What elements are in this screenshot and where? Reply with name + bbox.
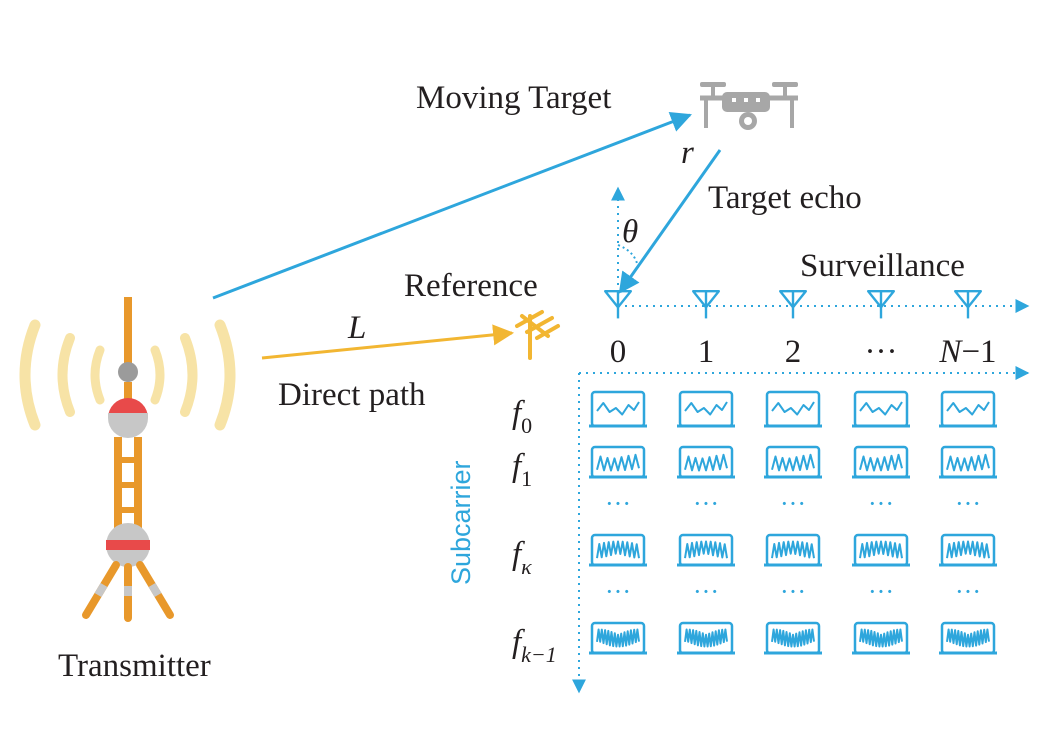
antenna-index-labels: 0 1 2 ··· N−1: [610, 334, 997, 370]
subcarrier-signal-icon: [764, 445, 822, 479]
ellipsis-dots: ···: [955, 489, 981, 518]
direct-path-label: Direct path: [278, 377, 426, 413]
subcarrier-signal-icon: [852, 445, 910, 479]
subcarrier-row-label: f1: [512, 448, 532, 491]
subcarrier-signal-icon: [589, 533, 647, 567]
subcarrier-row-labels: f0 f1 fκ fk−1: [512, 395, 557, 667]
subcarrier-signal-icon: [852, 621, 910, 655]
subcarrier-signal-icon: [589, 445, 647, 479]
range-r-label: r: [681, 135, 694, 171]
theta-label: θ: [622, 214, 638, 250]
subcarrier-signal-icon: [852, 533, 910, 567]
ellipsis-dots: ···: [868, 489, 894, 518]
theta-arc: [617, 244, 639, 269]
direct-path-line: [261, 324, 515, 360]
subcarrier-signal-icon: [677, 533, 735, 567]
subcarrier-signal-icon: [589, 390, 647, 428]
subcarrier-signal-icon: [939, 533, 997, 567]
signal-grid: ··· ··· ··· ··· ··· ··· ··· ··· ··· ···: [589, 390, 997, 655]
surveillance-antenna-icon: [953, 289, 983, 320]
surveillance-antenna-icon: [778, 289, 808, 320]
subcarrier-row-label: fκ: [512, 536, 532, 579]
antenna-index-label: N−1: [938, 334, 996, 370]
surveillance-antenna-icon: [691, 289, 721, 320]
subcarrier-signal-icon: [852, 390, 910, 428]
antenna-index-label: 1: [698, 334, 715, 370]
antenna-index-label: 0: [610, 334, 627, 370]
ellipsis-dots: ···: [693, 489, 719, 518]
ellipsis-dots: ···: [780, 489, 806, 518]
subcarrier-signal-icon: [589, 621, 647, 655]
transmitter-label: Transmitter: [58, 648, 211, 684]
target-echo-path: [618, 149, 722, 294]
subcarrier-row-label: f0: [512, 395, 532, 438]
subcarrier-signal-icon: [764, 621, 822, 655]
ellipsis-dots: ···: [955, 577, 981, 606]
subcarrier-signal-icon: [764, 390, 822, 428]
surveillance-antenna-icon: [603, 289, 633, 320]
subcarrier-signal-icon: [677, 445, 735, 479]
reference-label: Reference: [404, 268, 538, 304]
moving-target-label: Moving Target: [416, 80, 611, 116]
antenna-index-label: 2: [785, 334, 802, 370]
ellipsis-dots: ···: [605, 489, 631, 518]
surveillance-label: Surveillance: [800, 248, 965, 284]
subcarrier-signal-icon: [764, 533, 822, 567]
ellipsis-dots: ···: [693, 577, 719, 606]
subcarrier-signal-icon: [677, 390, 735, 428]
antenna-index-label: ···: [865, 334, 898, 370]
ellipsis-dots: ···: [868, 577, 894, 606]
subcarrier-signal-icon: [677, 621, 735, 655]
tx-to-target-path: [212, 111, 692, 300]
subcarrier-axis-label: Subcarrier: [446, 460, 476, 585]
surveillance-array: [603, 289, 983, 320]
drone-icon: [700, 82, 798, 130]
reference-antenna-icon: [515, 310, 560, 360]
target-echo-label: Target echo: [708, 180, 862, 216]
subcarrier-signal-icon: [939, 445, 997, 479]
subcarrier-signal-icon: [939, 390, 997, 428]
subcarrier-row-label: fk−1: [512, 624, 557, 667]
ellipsis-dots: ···: [605, 577, 631, 606]
distance-L-label: L: [347, 310, 366, 346]
ellipsis-dots: ···: [780, 577, 806, 606]
surveillance-antenna-icon: [866, 289, 896, 320]
subcarrier-signal-icon: [939, 621, 997, 655]
transmitter-tower-icon: [19, 297, 236, 622]
